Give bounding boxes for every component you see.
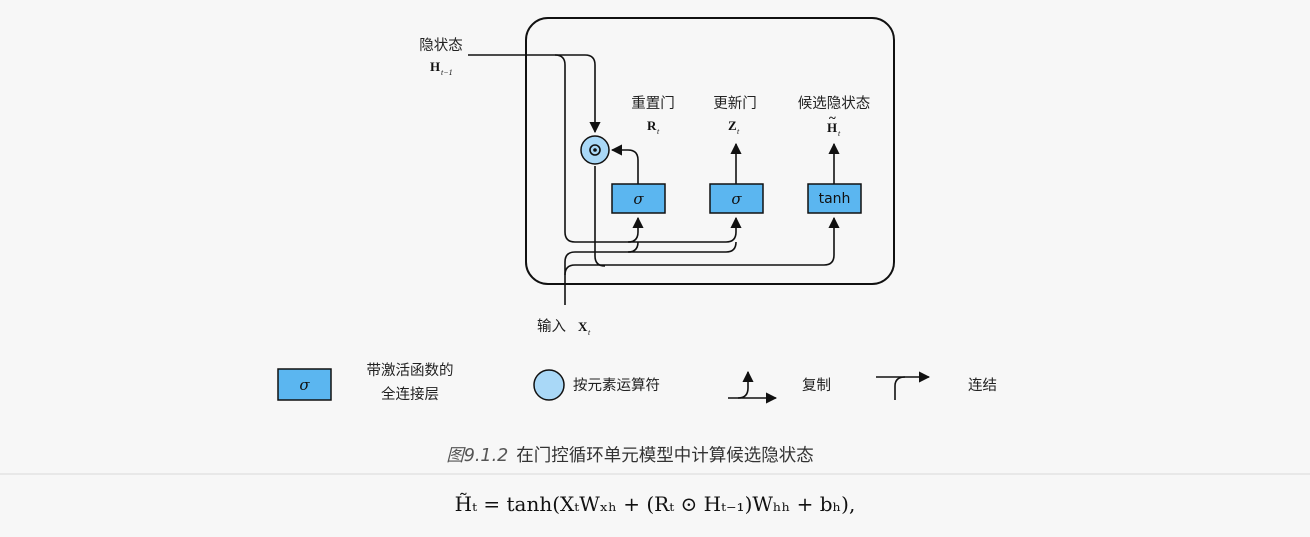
elementwise-op-dot bbox=[593, 148, 597, 152]
candidate-label: 候选隐状态 bbox=[798, 95, 871, 112]
update-gate-symbol: Z bbox=[728, 118, 737, 133]
xt-line bbox=[564, 241, 639, 305]
legend-concat-icon bbox=[894, 371, 931, 400]
reset-gate-subscript: t bbox=[657, 127, 660, 136]
reset-gate-box-label: σ bbox=[633, 190, 644, 208]
reset-gate-symbol: R bbox=[647, 118, 657, 133]
elementwise-op-ring bbox=[589, 144, 601, 156]
update-gate-box-label: σ bbox=[731, 190, 742, 208]
legend-concat-label: 连结 bbox=[968, 377, 997, 394]
hprev-symbol: H bbox=[430, 59, 440, 74]
update-gate-label: 更新门 bbox=[713, 95, 757, 112]
xt-to-tanh-line bbox=[564, 216, 840, 276]
hidden-state-label: 隐状态 bbox=[419, 37, 463, 54]
section-divider bbox=[0, 473, 1310, 475]
legend-fc-box-symbol: σ bbox=[299, 376, 310, 394]
reset-to-elementwise-line bbox=[610, 144, 639, 184]
legend-elementwise-circle bbox=[533, 369, 565, 401]
legend-elementwise-label: 按元素运算符 bbox=[573, 377, 660, 394]
candidate-subscript: t bbox=[838, 129, 841, 138]
candidate-symbol: H bbox=[827, 120, 837, 135]
elementwise-out-line bbox=[594, 166, 606, 267]
update-gate-subscript: t bbox=[737, 127, 740, 136]
candidate-tilde: ~ bbox=[829, 110, 836, 125]
hprev-to-gates-line bbox=[554, 54, 644, 243]
hprev-to-update-line bbox=[628, 216, 742, 243]
input-label: 输入 bbox=[537, 318, 566, 335]
legend-copy-label: 复制 bbox=[802, 376, 831, 394]
figure-number: 图9.1.2 bbox=[446, 446, 509, 466]
input-subscript: t bbox=[588, 328, 591, 337]
gru-candidate-diagram: σ σ tanh 隐状态 H t−1 重置门 R t 更新门 Z t 候选隐状态… bbox=[277, 17, 997, 404]
reset-gate-box bbox=[611, 183, 666, 214]
input-symbol: X bbox=[578, 319, 588, 334]
legend-fc-line2: 全连接层 bbox=[381, 385, 439, 403]
hprev-line bbox=[468, 54, 601, 134]
legend-fc-box bbox=[277, 368, 332, 401]
tanh-box bbox=[807, 183, 862, 214]
legend-fc-line1: 带激活函数的 bbox=[367, 362, 454, 379]
legend-copy-branch-icon bbox=[737, 370, 754, 399]
gru-cell-frame bbox=[525, 17, 895, 285]
figure-caption-text: 在门控循环单元模型中计算候选隐状态 bbox=[516, 446, 814, 466]
reset-gate-label: 重置门 bbox=[631, 95, 675, 112]
tanh-box-label: tanh bbox=[819, 191, 851, 207]
figure-caption: 图9.1.2 在门控循环单元模型中计算候选隐状态 bbox=[0, 442, 1260, 467]
xt-to-update-line bbox=[628, 241, 737, 253]
update-gate-box bbox=[709, 183, 764, 214]
hprev-subscript: t−1 bbox=[441, 68, 453, 77]
candidate-formula: H̃ₜ = tanh(XₜWₓₕ + (Rₜ ⊙ Hₜ₋₁)Wₕₕ + bₕ), bbox=[454, 492, 856, 516]
